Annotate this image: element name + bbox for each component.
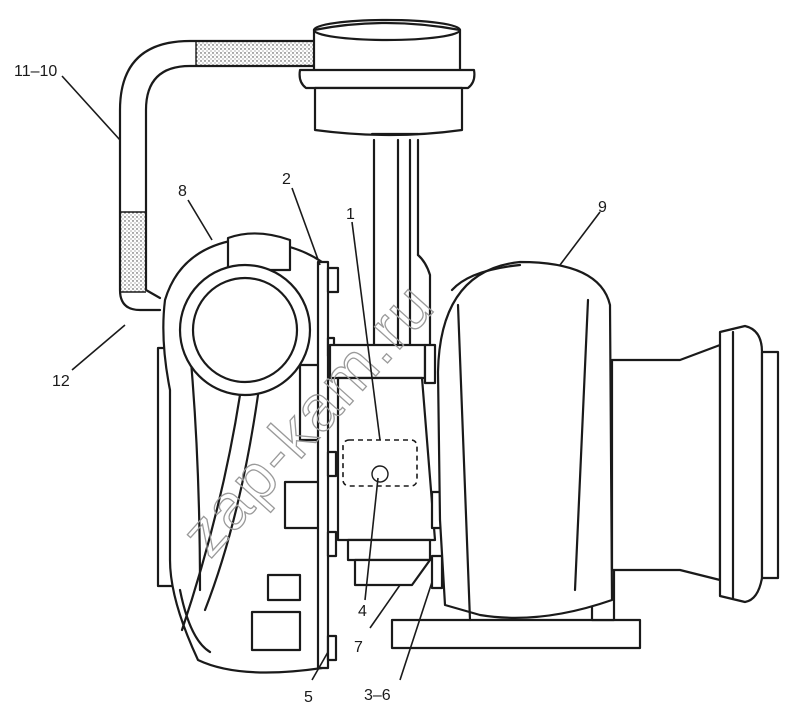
callout-11-10: 11–10 xyxy=(14,63,57,80)
compressor-housing xyxy=(156,232,324,674)
callout-8: 8 xyxy=(178,183,187,200)
callout-4: 4 xyxy=(358,603,367,620)
callout-2: 2 xyxy=(282,171,291,188)
center-flange xyxy=(316,260,340,670)
turbine-housing xyxy=(390,260,780,650)
callout-12: 12 xyxy=(52,373,70,390)
callout-3-6: 3–6 xyxy=(364,687,391,704)
bearing-housing xyxy=(328,343,444,590)
callout-5: 5 xyxy=(304,689,313,706)
bolt-mid-2 xyxy=(326,450,338,478)
bolt-top xyxy=(326,266,340,294)
callout-1: 1 xyxy=(346,206,355,223)
leader-lines xyxy=(61,75,601,681)
wastegate-actuator xyxy=(298,18,476,362)
bolt-bottom xyxy=(326,634,338,662)
callout-labels: 11–10 12 8 2 1 9 4 7 5 3–6 xyxy=(14,63,607,706)
oil-feed-pipe xyxy=(118,39,318,312)
bolt-mid-3 xyxy=(326,530,338,558)
callout-9: 9 xyxy=(598,199,607,216)
callout-7: 7 xyxy=(354,639,363,656)
